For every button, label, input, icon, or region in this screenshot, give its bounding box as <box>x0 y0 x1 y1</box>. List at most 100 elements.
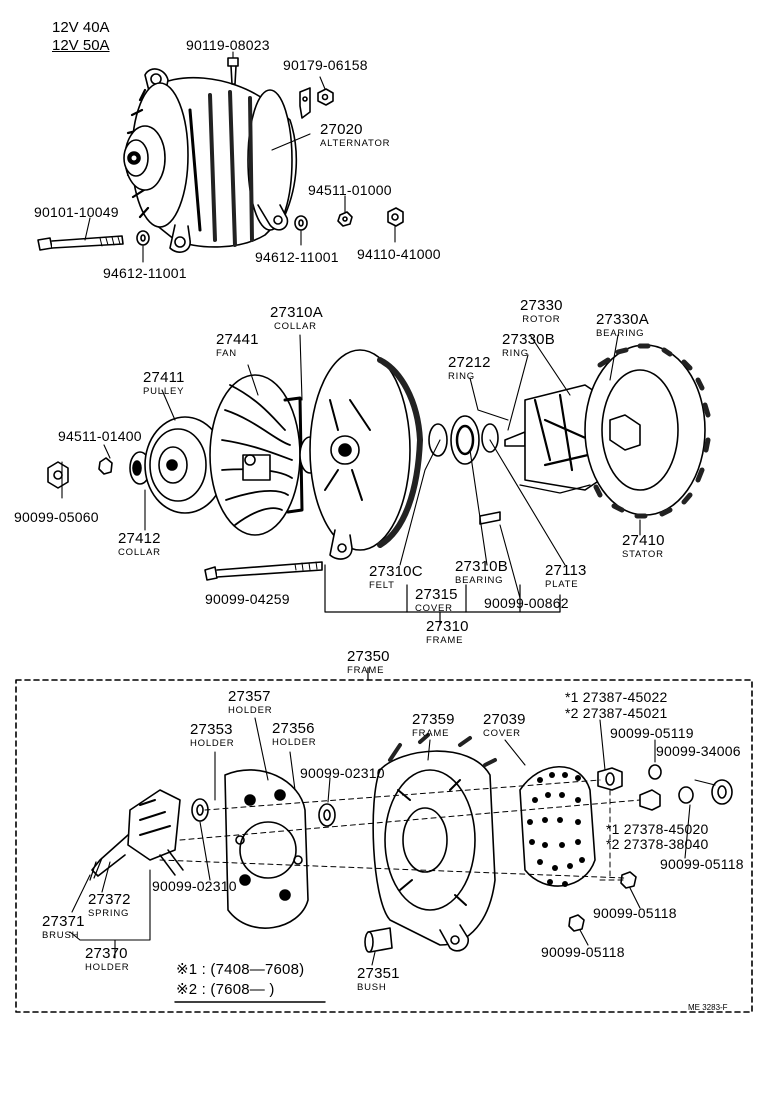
part-name: FRAME <box>347 665 385 676</box>
part-27372: 27372 SPRING <box>88 892 131 919</box>
part-27039: 27039 COVER <box>483 712 526 739</box>
part-27310: 27310 FRAME <box>426 619 469 646</box>
part-90099-34006: 90099-34006 <box>656 743 741 759</box>
part-27315: 27315 COVER <box>415 587 458 614</box>
part-name: RING <box>448 371 475 382</box>
part-number: 27315 <box>415 586 458 603</box>
part-90179-06158: 90179-06158 <box>283 57 368 73</box>
part-number: 27441 <box>216 331 259 348</box>
part-94612-11001-left: 94612-11001 <box>103 265 187 281</box>
part-number: 27371 <box>42 913 85 930</box>
alternator-illustration <box>37 57 404 253</box>
part-27113: 27113 PLATE <box>545 563 587 590</box>
part-27330B: 27330B RING <box>502 332 555 359</box>
part-27353: 27353 HOLDER <box>190 722 234 749</box>
part-name: HOLDER <box>228 705 273 716</box>
part-227378-38040: *2 27378-38040 <box>606 836 709 852</box>
part-name: FRAME <box>412 728 450 739</box>
part-90099-05118-low: 90099-05118 <box>541 944 625 960</box>
part-number: 27310A <box>270 304 323 321</box>
part-94511-01400: 94511-01400 <box>58 428 142 444</box>
part-27412: 27412 COLLAR <box>118 531 161 558</box>
part-number: 27353 <box>190 721 233 738</box>
part-name: COVER <box>483 728 521 739</box>
part-number: 27039 <box>483 711 526 728</box>
part-27020: 27020 ALTERNATOR <box>320 122 390 149</box>
part-number: 27359 <box>412 711 455 728</box>
part-94612-11001-right: 94612-11001 <box>255 249 339 265</box>
part-27350: 27350 FRAME <box>347 649 390 676</box>
part-90099-05060: 90099-05060 <box>14 509 99 525</box>
part-name: ALTERNATOR <box>320 138 391 149</box>
part-number: 27412 <box>118 530 161 547</box>
part-27330: 27330 ROTOR <box>520 298 563 325</box>
part-name: BEARING <box>596 328 645 339</box>
part-number: 27310B <box>455 558 508 575</box>
part-27371: 27371 BRUSH <box>42 914 85 941</box>
part-number: 27356 <box>272 720 315 737</box>
part-name: COVER <box>415 603 453 614</box>
part-number: 27410 <box>622 532 665 549</box>
part-27387-45022: *1 27387-45022 <box>565 689 668 705</box>
part-94511-01000: 94511-01000 <box>308 182 392 198</box>
part-name: FELT <box>369 580 395 591</box>
part-227387-45021: *2 27387-45021 <box>565 705 668 721</box>
part-27351: 27351 BUSH <box>357 966 400 993</box>
part-number: 27310 <box>426 618 469 635</box>
part-90119-08023: 90119-08023 <box>186 37 270 53</box>
part-27411: 27411 PULLEY <box>143 370 185 397</box>
note-1: ※1 : (7408—7608) <box>176 961 305 978</box>
part-name: COLLAR <box>118 547 161 558</box>
part-number: 27330B <box>502 331 555 348</box>
voltage-spec-1: 12V 40A <box>52 19 110 36</box>
part-27310A: 27310A COLLAR <box>270 305 323 332</box>
part-27410: 27410 STATOR <box>622 533 665 560</box>
part-27370: 27370 HOLDER <box>85 946 129 973</box>
part-name: HOLDER <box>272 737 317 748</box>
part-name: BEARING <box>455 575 504 586</box>
part-27212: 27212 RING <box>448 355 491 382</box>
part-name: PLATE <box>545 579 579 590</box>
part-name: ROTOR <box>522 314 561 325</box>
part-name: PULLEY <box>143 386 185 397</box>
note-2: ※2 : (7608— ) <box>176 981 275 998</box>
part-number: 27212 <box>448 354 491 371</box>
part-94110-41000: 94110-41000 <box>357 246 441 262</box>
part-name: HOLDER <box>190 738 235 749</box>
part-number: 27020 <box>320 121 363 138</box>
part-name: RING <box>502 348 529 359</box>
part-number: 27357 <box>228 688 271 705</box>
part-90099-05118-right: 90099-05118 <box>660 856 744 872</box>
part-number: 27330 <box>520 297 563 314</box>
part-name: BRUSH <box>42 930 80 941</box>
part-27330A: 27330A BEARING <box>596 312 649 339</box>
part-number: 27372 <box>88 891 131 908</box>
reference-code: ME 3283-F <box>688 1003 728 1012</box>
part-90099-05118-mid: 90099-05118 <box>593 905 677 921</box>
part-127378-45020: *1 27378-45020 <box>606 821 709 837</box>
part-number: 27330A <box>596 311 649 328</box>
part-name: SPRING <box>88 908 130 919</box>
part-name: FRAME <box>426 635 464 646</box>
part-90101-10049: 90101-10049 <box>34 204 119 220</box>
part-27356: 27356 HOLDER <box>272 721 316 748</box>
voltage-spec-2: 12V 50A <box>52 37 110 54</box>
part-number: 27350 <box>347 648 390 665</box>
part-name: COLLAR <box>274 321 317 332</box>
part-number: 27411 <box>143 369 185 386</box>
part-27357: 27357 HOLDER <box>228 689 272 716</box>
part-90099-04259: 90099-04259 <box>205 591 290 607</box>
part-27359: 27359 FRAME <box>412 712 455 739</box>
part-27441: 27441 FAN <box>216 332 259 359</box>
part-name: BUSH <box>357 982 387 993</box>
part-name: HOLDER <box>85 962 130 973</box>
part-90099-00862: 90099-00862 <box>484 595 569 611</box>
part-number: 27351 <box>357 965 400 982</box>
part-27310B: 27310B BEARING <box>455 559 508 586</box>
part-name: STATOR <box>622 549 664 560</box>
part-27310C: 27310C FELT <box>369 564 423 591</box>
part-number: 27370 <box>85 945 128 962</box>
part-90099-05119: 90099-05119 <box>610 725 694 741</box>
part-number: 27113 <box>545 562 587 579</box>
